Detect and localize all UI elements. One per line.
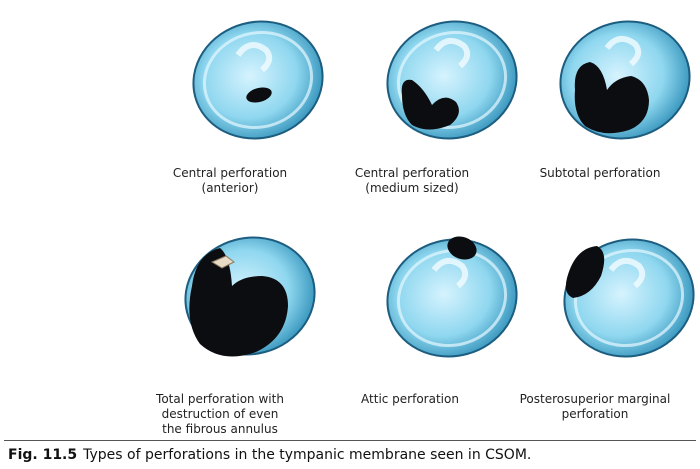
panel-central-medium <box>372 10 532 150</box>
malleus-remnant <box>210 255 235 269</box>
figure-caption: Fig. 11.5 Types of perforations in the ty… <box>8 447 531 463</box>
caption-text: Types of perforations in the tympanic me… <box>83 447 532 463</box>
panel-attic <box>372 226 532 366</box>
label-subtotal: Subtotal perforation <box>539 166 661 180</box>
perforation-medium <box>401 79 459 130</box>
perforation-total <box>189 248 288 357</box>
tympanic-membrane-central-anterior <box>192 20 324 140</box>
label-attic: Attic perforation <box>361 392 459 406</box>
perforation-anterior <box>246 87 272 103</box>
perforation-posterosuperior <box>565 246 605 298</box>
panel-total <box>170 226 330 366</box>
tympanic-membrane-central-medium <box>386 20 518 140</box>
tympanic-membrane-subtotal <box>559 20 691 140</box>
perforation-subtotal <box>574 62 649 134</box>
tympanic-membrane-total <box>184 236 316 357</box>
figure-number: Fig. 11.5 <box>8 447 78 463</box>
panel-subtotal <box>545 10 700 150</box>
caption-divider <box>4 440 696 441</box>
figure-caption-area: Fig. 11.5 Types of perforations in the ty… <box>4 440 696 469</box>
tympanic-membrane-posterosuperior <box>563 238 695 358</box>
perforation-attic <box>447 236 477 260</box>
tympanic-membrane-attic <box>386 236 518 358</box>
label-central-anterior: Central perforation(anterior) <box>172 166 288 195</box>
label-central-medium: Central perforation(medium sized) <box>354 166 470 195</box>
panel-central-anterior <box>178 10 338 150</box>
panel-posterosuperior-marginal <box>545 226 700 366</box>
